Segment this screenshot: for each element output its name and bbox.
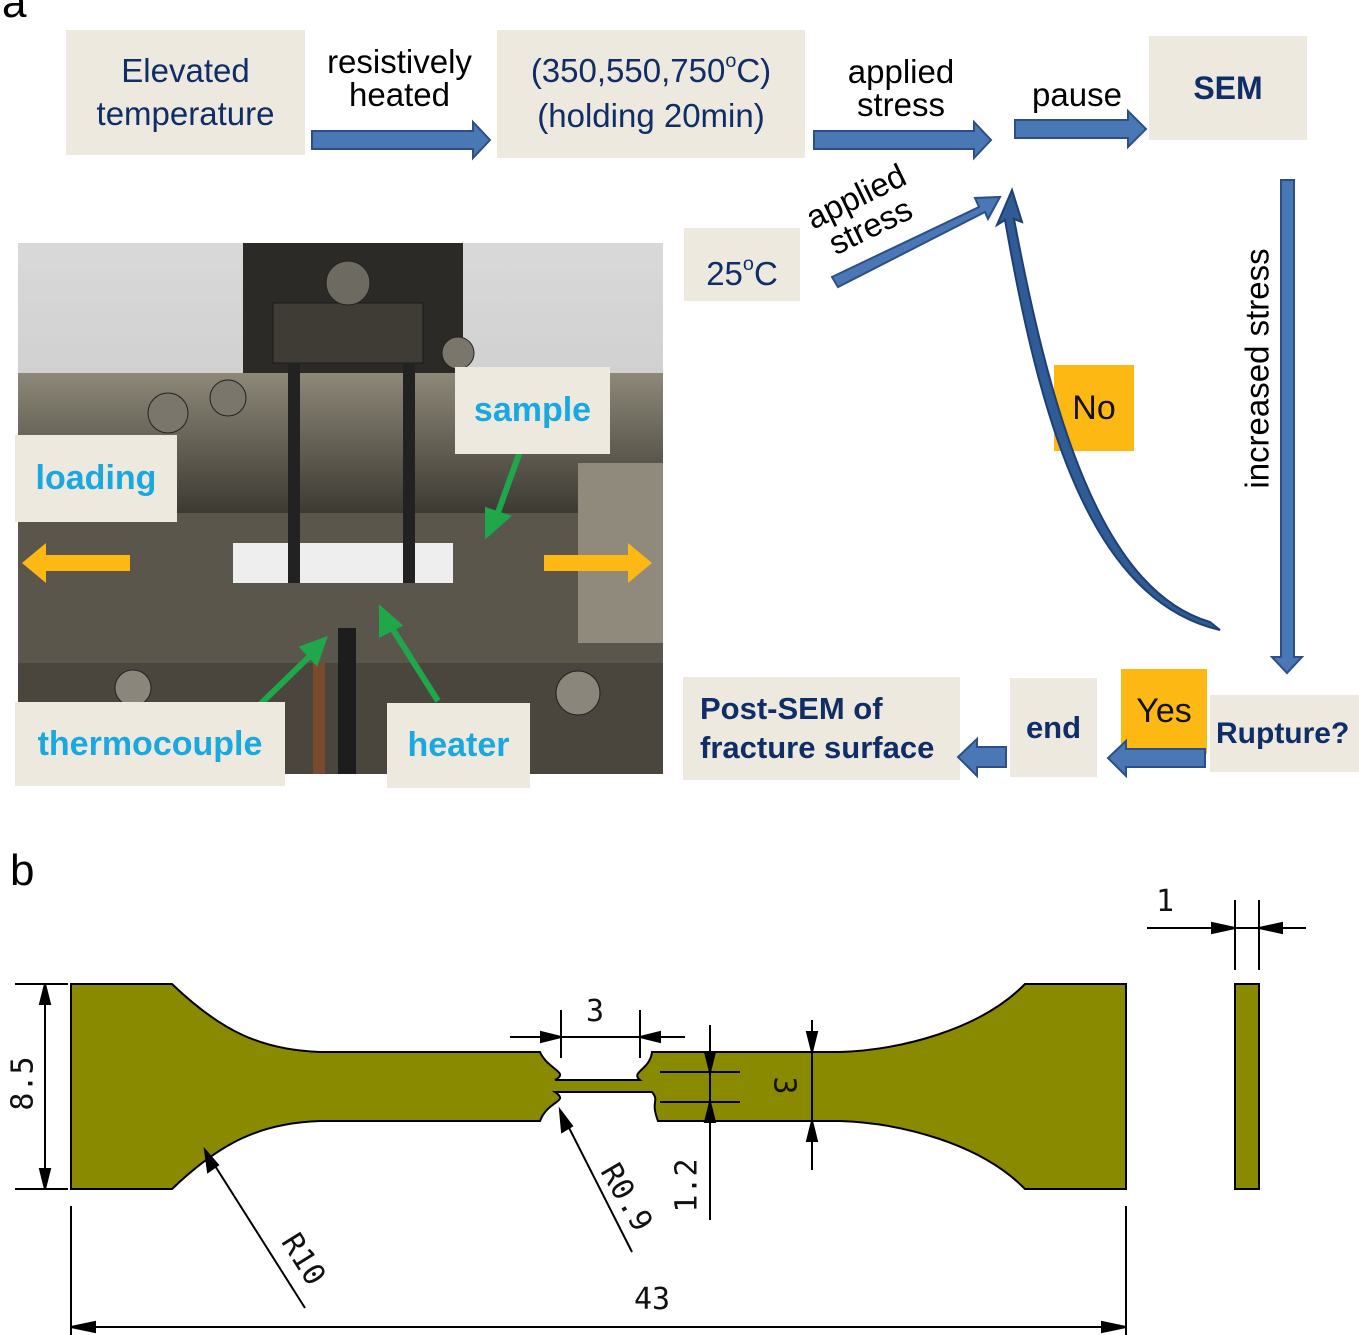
applied-line1: applied — [847, 53, 955, 90]
elevated-temperature-box: Elevated temperature — [66, 30, 305, 155]
gauge-length-dimension: 3 — [586, 994, 605, 1029]
specimen-side-view — [1234, 983, 1260, 1190]
resistively-line2: heated — [349, 76, 450, 113]
yes-badge: Yes — [1121, 669, 1207, 754]
elevated-temperature-line2: temperature — [96, 94, 275, 132]
applied-line2: stress — [856, 86, 945, 123]
room-temperature-value: 25oC — [706, 254, 778, 293]
post-sem-line2: fracture surface — [700, 729, 935, 765]
specimen-body — [70, 983, 1127, 1190]
heater-label: heater — [387, 703, 530, 788]
room-temperature-unit: C — [753, 255, 778, 293]
sample-label: sample — [455, 367, 610, 454]
room-temperature-number: 25 — [706, 255, 743, 293]
sem-box: SEM — [1149, 36, 1307, 140]
thickness-dimension: 1 — [1156, 884, 1175, 919]
panel-label-b: b — [10, 846, 35, 895]
heater-pointer — [387, 623, 441, 703]
arrow-end-post — [956, 736, 1007, 779]
arrow-applied-stress — [813, 119, 993, 161]
arrow-increased-stress — [1269, 179, 1305, 675]
thermocouple-label: thermocouple — [15, 702, 285, 786]
panel-label-a: a — [2, 0, 27, 27]
post-sem-box: Post-SEM of fracture surface — [683, 677, 960, 780]
loading-label: loading — [15, 435, 177, 522]
rupture-box: Rupture? — [1210, 695, 1359, 772]
temperatures-box: (350,550,750oC) (holding 20min) — [497, 30, 805, 158]
end-box: end — [1010, 678, 1097, 777]
temperatures-degree: o — [725, 50, 737, 73]
arrow-pause — [1014, 108, 1148, 150]
loading-arrow-left — [22, 543, 130, 583]
temperatures-suffix: C) — [736, 52, 772, 90]
resistively-heated-label: resistively heated — [312, 45, 487, 111]
gauge-width-dimension: 3 — [766, 1076, 802, 1095]
room-temperature-box: 25oC — [684, 228, 800, 301]
post-sem-line1: Post-SEM of — [700, 690, 883, 726]
width-dimension: 8.5 — [5, 1056, 41, 1111]
arrow-heated — [311, 119, 492, 161]
sample-pointer — [493, 441, 526, 520]
pause-label: pause — [1032, 76, 1122, 113]
arrow-rupture-end — [1106, 738, 1206, 779]
specimen-drawing — [15, 900, 1306, 1335]
notch-depth-dimension: 1.2 — [669, 1158, 705, 1213]
elevated-temperature-line1: Elevated — [121, 51, 250, 89]
resistively-line1: resistively — [327, 43, 472, 80]
arrow-no-loop — [994, 187, 1221, 631]
arrow-room-temperature — [830, 195, 1002, 289]
applied-stress-label: applied stress — [826, 55, 976, 121]
total-length-dimension: 43 — [634, 1282, 671, 1317]
temperatures-prefix: (350,550,750 — [530, 52, 726, 90]
room-temperature-degree: o — [742, 253, 754, 276]
loading-arrow-right — [544, 543, 652, 583]
holding-line: (holding 20min) — [537, 97, 765, 134]
temperatures-line: (350,550,750oC) — [530, 50, 772, 90]
flow-arrows — [311, 108, 1305, 779]
